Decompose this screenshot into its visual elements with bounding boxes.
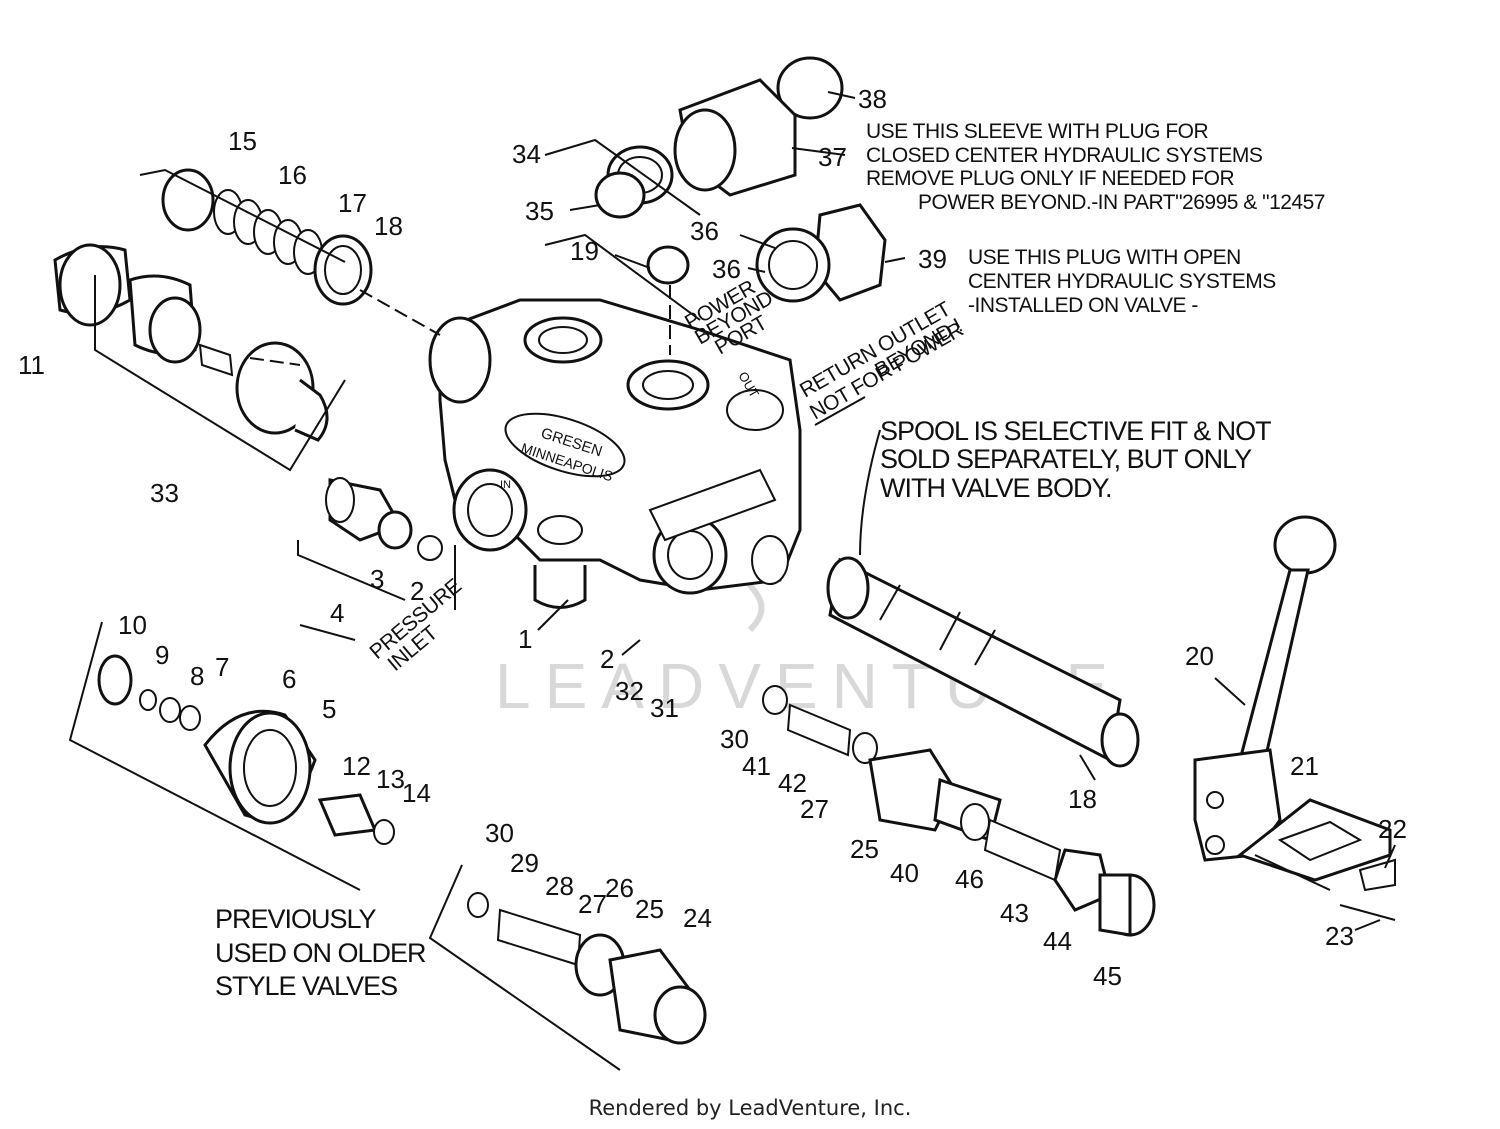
callout-25b: 25 — [850, 834, 879, 864]
note-previously-used: PREVIOUSLY USED ON OLDER STYLE VALVES — [215, 904, 427, 1001]
callout-25a: 25 — [635, 894, 664, 924]
relief-assembly-bottom — [428, 864, 707, 1071]
svg-text:WITH VALVE BODY.: WITH VALVE BODY. — [880, 473, 1112, 503]
callout-30b: 30 — [720, 724, 749, 754]
callout-23: 23 — [1325, 921, 1354, 951]
relief-valve-group — [53, 168, 441, 472]
callout-39: 39 — [918, 244, 947, 274]
svg-text:STYLE VALVES: STYLE VALVES — [215, 971, 397, 1001]
callout-19: 19 — [570, 236, 599, 266]
check-valve-group — [297, 477, 443, 601]
callout-37: 37 — [818, 142, 847, 172]
callout-14: 14 — [402, 778, 431, 808]
callout-9: 9 — [155, 640, 169, 670]
svg-text:REMOVE PLUG ONLY IF NEEDED FOR: REMOVE PLUG ONLY IF NEEDED FOR — [866, 167, 1234, 190]
callout-27a: 27 — [578, 889, 607, 919]
callout-numbers: 1 2 2 3 4 5 6 7 8 9 10 11 12 13 14 15 16… — [18, 84, 1407, 991]
sleeve-plug-group — [544, 56, 887, 355]
callout-32: 32 — [615, 676, 644, 706]
leader-lines — [299, 91, 1396, 931]
callout-38: 38 — [858, 84, 887, 114]
callout-27b: 27 — [800, 794, 829, 824]
spool — [826, 429, 1140, 768]
svg-text:CENTER HYDRAULIC SYSTEMS: CENTER HYDRAULIC SYSTEMS — [968, 270, 1276, 293]
svg-text:-INSTALLED ON VALVE -: -INSTALLED ON VALVE - — [968, 294, 1198, 317]
svg-text:USE THIS SLEEVE WITH PLUG FOR: USE THIS SLEEVE WITH PLUG FOR — [866, 120, 1209, 143]
callout-46: 46 — [955, 864, 984, 894]
callout-17: 17 — [338, 188, 367, 218]
svg-text:CLOSED CENTER HYDRAULIC SYSTEM: CLOSED CENTER HYDRAULIC SYSTEMS — [866, 144, 1263, 167]
callout-28: 28 — [545, 871, 574, 901]
callout-41: 41 — [742, 751, 771, 781]
callout-40: 40 — [890, 858, 919, 888]
callout-34: 34 — [512, 139, 541, 169]
callout-11: 11 — [18, 350, 45, 380]
svg-text:PREVIOUSLY: PREVIOUSLY — [215, 904, 377, 934]
callout-6: 6 — [282, 664, 296, 694]
callout-2a: 2 — [410, 576, 424, 606]
callout-21: 21 — [1290, 751, 1319, 781]
return-outlet-label: RETURN OUTLET NOT FOR POWER BEYOND ! — [796, 297, 967, 426]
callout-22: 22 — [1378, 814, 1407, 844]
callout-26: 26 — [605, 873, 634, 903]
svg-text:SPOOL IS SELECTIVE FIT & NOT: SPOOL IS SELECTIVE FIT & NOT — [880, 416, 1271, 446]
callout-24: 24 — [683, 903, 712, 933]
callout-44: 44 — [1043, 926, 1072, 956]
callout-10: 10 — [118, 610, 147, 640]
callout-18b: 18 — [1068, 784, 1097, 814]
in-port-label: IN — [500, 479, 511, 491]
svg-text:USE THIS PLUG WITH OPEN: USE THIS PLUG WITH OPEN — [968, 246, 1241, 269]
callout-2b: 2 — [600, 644, 614, 674]
callout-15: 15 — [228, 126, 257, 156]
svg-text:SOLD SEPARATELY, BUT ONLY: SOLD SEPARATELY, BUT ONLY — [880, 444, 1252, 474]
callout-1: 1 — [518, 624, 532, 654]
callout-36b: 36 — [712, 254, 741, 284]
callout-8: 8 — [190, 661, 204, 691]
control-handle — [1193, 515, 1396, 921]
callout-45: 45 — [1093, 961, 1122, 991]
callout-4: 4 — [330, 598, 344, 628]
note-plug: USE THIS PLUG WITH OPEN CENTER HYDRAULIC… — [968, 246, 1277, 317]
callout-20: 20 — [1185, 641, 1214, 671]
callout-33: 33 — [150, 478, 179, 508]
callout-5: 5 — [322, 694, 336, 724]
callout-43: 43 — [1000, 898, 1029, 928]
footer-credit: Rendered by LeadVenture, Inc. — [588, 1096, 912, 1120]
svg-text:POWER BEYOND.-IN PART"26995 &: POWER BEYOND.-IN PART"26995 & "12457 — [918, 191, 1325, 214]
valve-body: GRESEN MINNEAPOLIS OUT IN — [428, 298, 802, 609]
svg-text:USED ON OLDER: USED ON OLDER — [215, 938, 426, 968]
callout-3: 3 — [370, 564, 384, 594]
note-sleeve: USE THIS SLEEVE WITH PLUG FOR CLOSED CEN… — [866, 120, 1325, 214]
callout-30a: 30 — [485, 818, 514, 848]
callout-16: 16 — [278, 160, 307, 190]
spool-end-assembly — [762, 685, 1156, 937]
callout-31: 31 — [650, 693, 679, 723]
callout-13: 13 — [376, 764, 405, 794]
relief-assembly-left — [68, 621, 395, 891]
callout-36a: 36 — [690, 216, 719, 246]
note-spool: SPOOL IS SELECTIVE FIT & NOT SOLD SEPARA… — [880, 416, 1272, 503]
callout-12: 12 — [342, 751, 371, 781]
callout-35: 35 — [525, 196, 554, 226]
callout-7: 7 — [215, 652, 229, 682]
callout-18a: 18 — [374, 211, 403, 241]
callout-29: 29 — [510, 848, 539, 878]
callout-42: 42 — [778, 768, 807, 798]
